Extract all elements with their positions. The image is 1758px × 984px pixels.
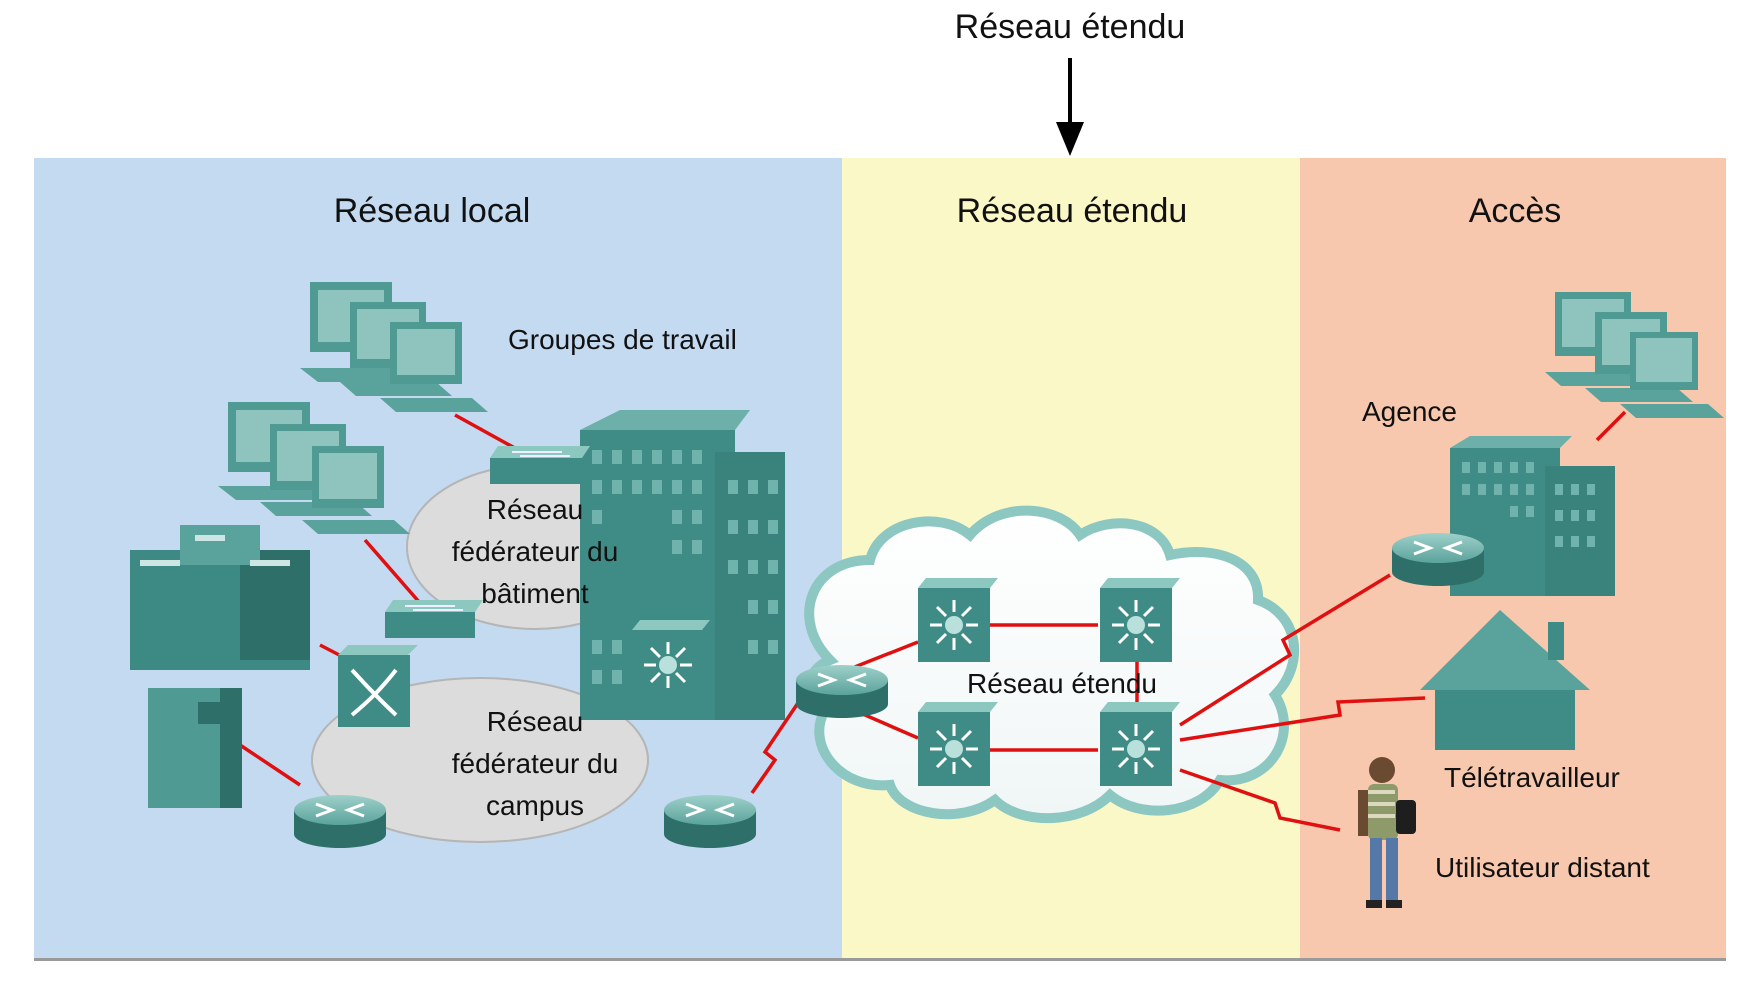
computer-icon: [1620, 332, 1724, 418]
router-icon: [664, 795, 756, 848]
switch-icon: [385, 600, 483, 638]
access-zone-title: Accès: [1468, 192, 1562, 230]
multilayer-switch-icon: [632, 620, 710, 700]
multilayer-switch-icon: [1100, 702, 1180, 786]
campus-backbone-label: Réseau fédérateur du campus: [452, 701, 619, 827]
multilayer-switch-icon: [1100, 578, 1180, 662]
multilayer-switch-icon: [918, 702, 998, 786]
building-backbone-line-3: bâtiment: [481, 578, 589, 609]
person-icon: [1358, 757, 1416, 908]
wan-zone-title: Réseau étendu: [956, 192, 1188, 230]
building-backbone-label: Réseau fédérateur du bâtiment: [452, 489, 619, 615]
campus-backbone-line-1: Réseau: [486, 706, 584, 737]
zone-bottom-edge: [34, 958, 1726, 961]
building-backbone-line-1: Réseau: [486, 494, 584, 525]
atm-switch-icon: [338, 645, 418, 727]
network-links: [239, 410, 1627, 832]
multilayer-switch-icon: [918, 578, 998, 662]
router-icon: [1392, 533, 1484, 586]
branch-label: Agence: [1362, 396, 1457, 427]
house-icon: [1420, 610, 1590, 750]
workgroups-label: Groupes de travail: [508, 324, 737, 355]
building-icon: [1450, 436, 1615, 596]
router-icon: [796, 665, 888, 718]
remote-user-label: Utilisateur distant: [1435, 852, 1650, 883]
teleworker-label: Télétravailleur: [1444, 762, 1620, 793]
building-backbone-line-2: fédérateur du: [451, 536, 619, 567]
server-icon: [130, 525, 310, 670]
wan-cloud-label: Réseau étendu: [967, 668, 1157, 699]
switch-icon: [490, 446, 590, 484]
campus-backbone-line-3: campus: [485, 790, 585, 821]
cloud-icon: [803, 505, 1300, 824]
lan-zone-title: Réseau local: [333, 192, 531, 230]
top-wan-label: Réseau étendu: [954, 8, 1186, 46]
arrow-down-icon: [1056, 58, 1084, 156]
router-icon: [294, 795, 386, 848]
computer-icon: [302, 446, 410, 534]
server-icon: [148, 688, 242, 808]
campus-backbone-line-2: fédérateur du: [451, 748, 619, 779]
computer-icon: [380, 322, 488, 412]
